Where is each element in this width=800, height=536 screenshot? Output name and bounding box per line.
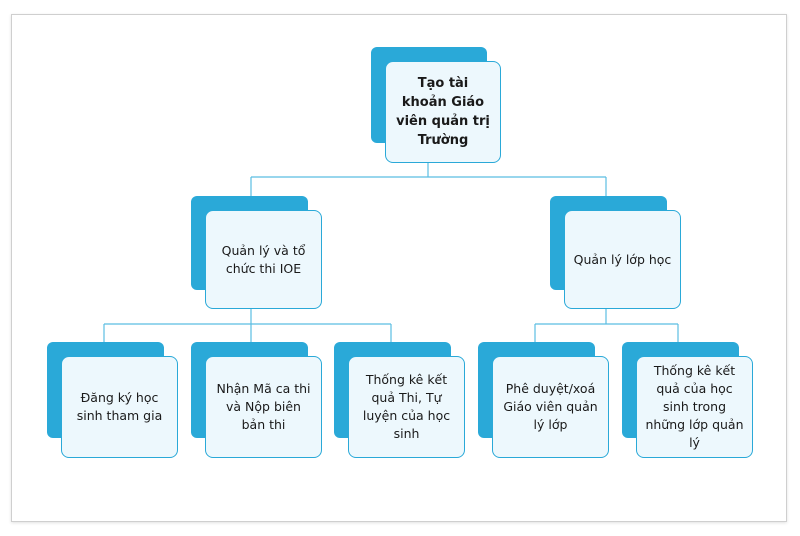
branch-node-class-management-label: Quản lý lớp học [573, 251, 672, 267]
leaf-node-exam-statistics-label: Thống kê kết quả Thi, Tự luyện của học s… [362, 372, 451, 441]
leaf-node-class-statistics: Thống kê kết quả của học sinh trong nhữn… [622, 342, 753, 458]
leaf-node-approve-teachers: Phê duyệt/xoá Giáo viên quản lý lớp [478, 342, 609, 458]
leaf-node-register-students: Đăng ký học sinh tham gia [47, 342, 178, 458]
leaf-node-approve-teachers-label: Phê duyệt/xoá Giáo viên quản lý lớp [503, 381, 598, 432]
branch-node-ioe-label: Quản lý và tổ chức thi IOE [221, 242, 306, 276]
leaf-node-exam-code-report-label: Nhận Mã ca thi và Nộp biên bản thi [216, 381, 311, 432]
root-node-label: Tạo tài khoản Giáo viên quản trị Trường [396, 76, 490, 148]
branch-node-class-management: Quản lý lớp học [550, 196, 681, 309]
leaf-node-register-students-label: Đăng ký học sinh tham gia [76, 390, 163, 423]
leaf-node-exam-code-report: Nhận Mã ca thi và Nộp biên bản thi [191, 342, 322, 458]
branch-node-ioe: Quản lý và tổ chức thi IOE [191, 196, 322, 309]
leaf-node-exam-statistics: Thống kê kết quả Thi, Tự luyện của học s… [334, 342, 465, 458]
leaf-node-class-statistics-label: Thống kê kết quả của học sinh trong nhữn… [645, 363, 744, 450]
root-node: Tạo tài khoản Giáo viên quản trị Trường [371, 47, 501, 163]
